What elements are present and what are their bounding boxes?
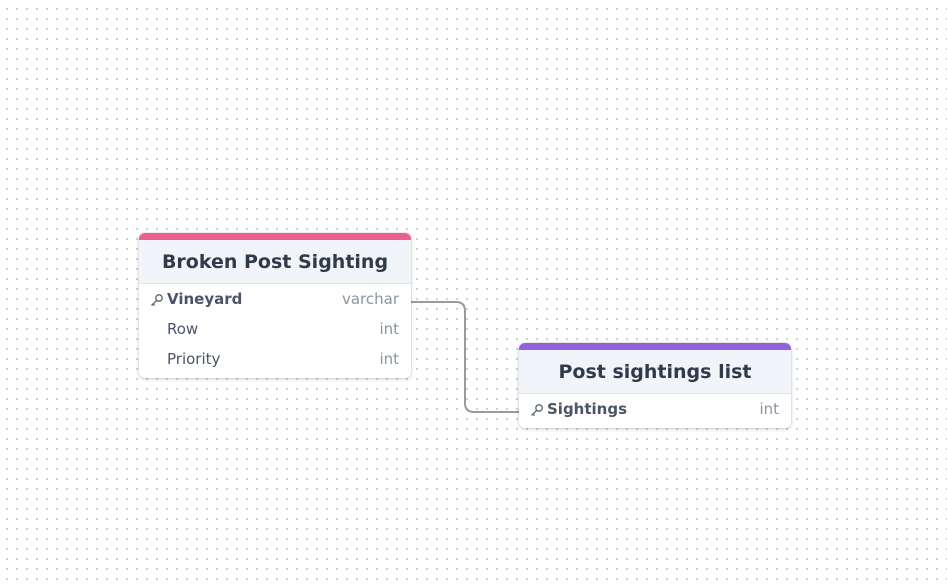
table-accent-bar	[139, 233, 411, 240]
table-row[interactable]: Priority int	[139, 344, 411, 374]
column-type: varchar	[341, 290, 399, 308]
table-accent-bar	[519, 343, 791, 350]
column-type: int	[379, 350, 399, 368]
table-row[interactable]: Vineyard varchar	[139, 284, 411, 314]
column-name: Row	[167, 320, 199, 338]
table-row[interactable]: Sightings int	[519, 394, 791, 424]
column-name: Priority	[167, 350, 221, 368]
table-card-broken-post-sighting[interactable]: Broken Post Sighting Vineyard varchar Ro…	[139, 233, 411, 378]
table-row[interactable]: Row int	[139, 314, 411, 344]
relationship-line	[411, 301, 519, 413]
key-icon	[531, 404, 543, 417]
column-name: Vineyard	[167, 290, 243, 308]
column-type: int	[759, 400, 779, 418]
table-title[interactable]: Post sightings list	[519, 350, 791, 394]
table-title[interactable]: Broken Post Sighting	[139, 240, 411, 284]
column-name: Sightings	[547, 400, 628, 418]
column-type: int	[379, 320, 399, 338]
table-card-post-sightings-list[interactable]: Post sightings list Sightings int	[519, 343, 791, 428]
key-icon	[151, 294, 163, 307]
